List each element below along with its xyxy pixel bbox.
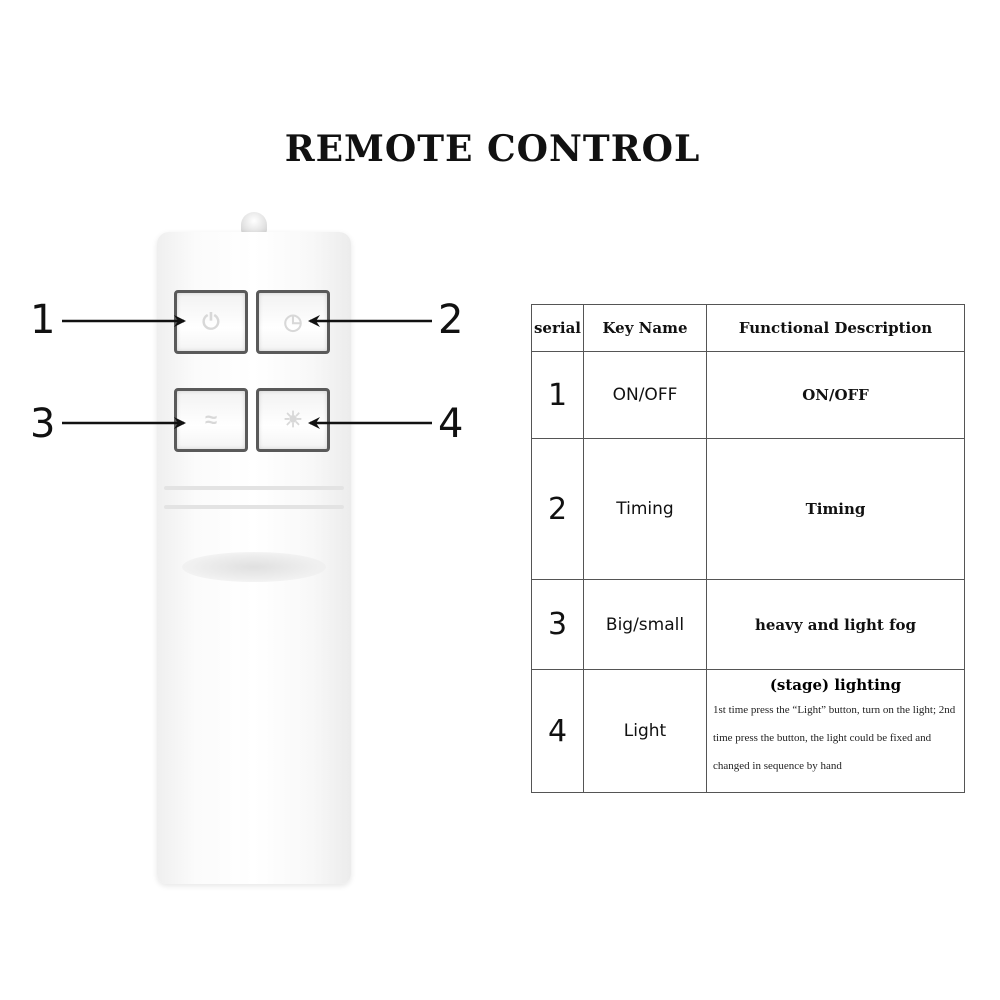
table-row: 3 Big/small heavy and light fog	[531, 579, 965, 670]
remote-key-3[interactable]: ≈	[174, 388, 248, 452]
table-row: 2 Timing Timing	[531, 438, 965, 580]
callout-number-1: 1	[30, 297, 56, 343]
table-row: 1 ON/OFF ON/OFF	[531, 351, 965, 439]
remote-key-4[interactable]: ☀	[256, 388, 330, 452]
page-title: REMOTE CONTROL	[284, 128, 701, 170]
remote-key-1[interactable]: ⏻	[174, 290, 248, 354]
light-icon: ☀	[283, 407, 303, 432]
power-icon: ⏻	[202, 309, 220, 334]
description-cell: (stage) lighting 1st time press the “Lig…	[706, 669, 965, 793]
table-header-row: serial Key Name Functional Description	[531, 304, 965, 352]
serial-cell: 3	[531, 579, 584, 670]
serial-cell: 1	[531, 351, 584, 439]
key-name-cell: ON/OFF	[583, 351, 707, 439]
description-cell: ON/OFF	[706, 351, 965, 439]
key-name-cell: Timing	[583, 438, 707, 580]
mist-icon: ≈	[204, 407, 218, 432]
remote-indicator-light	[241, 212, 267, 234]
remote-key-2[interactable]: ◷	[256, 290, 330, 354]
key-function-table: serial Key Name Functional Description 1…	[531, 304, 965, 793]
header-functional-description: Functional Description	[706, 304, 965, 352]
header-key-name: Key Name	[583, 304, 707, 352]
description-note: 1st time press the “Light” button, turn …	[713, 704, 956, 772]
serial-cell: 4	[531, 669, 584, 793]
callout-number-3: 3	[30, 401, 56, 447]
description-cell: heavy and light fog	[706, 579, 965, 670]
key-name-cell: Big/small	[583, 579, 707, 670]
key-name-cell: Light	[583, 669, 707, 793]
description-cell: Timing	[706, 438, 965, 580]
description-heading: (stage) lighting	[769, 676, 902, 694]
callout-number-2: 2	[438, 297, 464, 343]
callout-number-4: 4	[438, 401, 464, 447]
serial-cell: 2	[531, 438, 584, 580]
timer-icon: ◷	[283, 309, 303, 334]
table-row: 4 Light (stage) lighting 1st time press …	[531, 669, 965, 793]
remote-thumb-recess	[182, 552, 326, 582]
header-serial: serial	[531, 304, 584, 352]
remote-groove	[164, 486, 344, 490]
remote-groove	[164, 505, 344, 509]
